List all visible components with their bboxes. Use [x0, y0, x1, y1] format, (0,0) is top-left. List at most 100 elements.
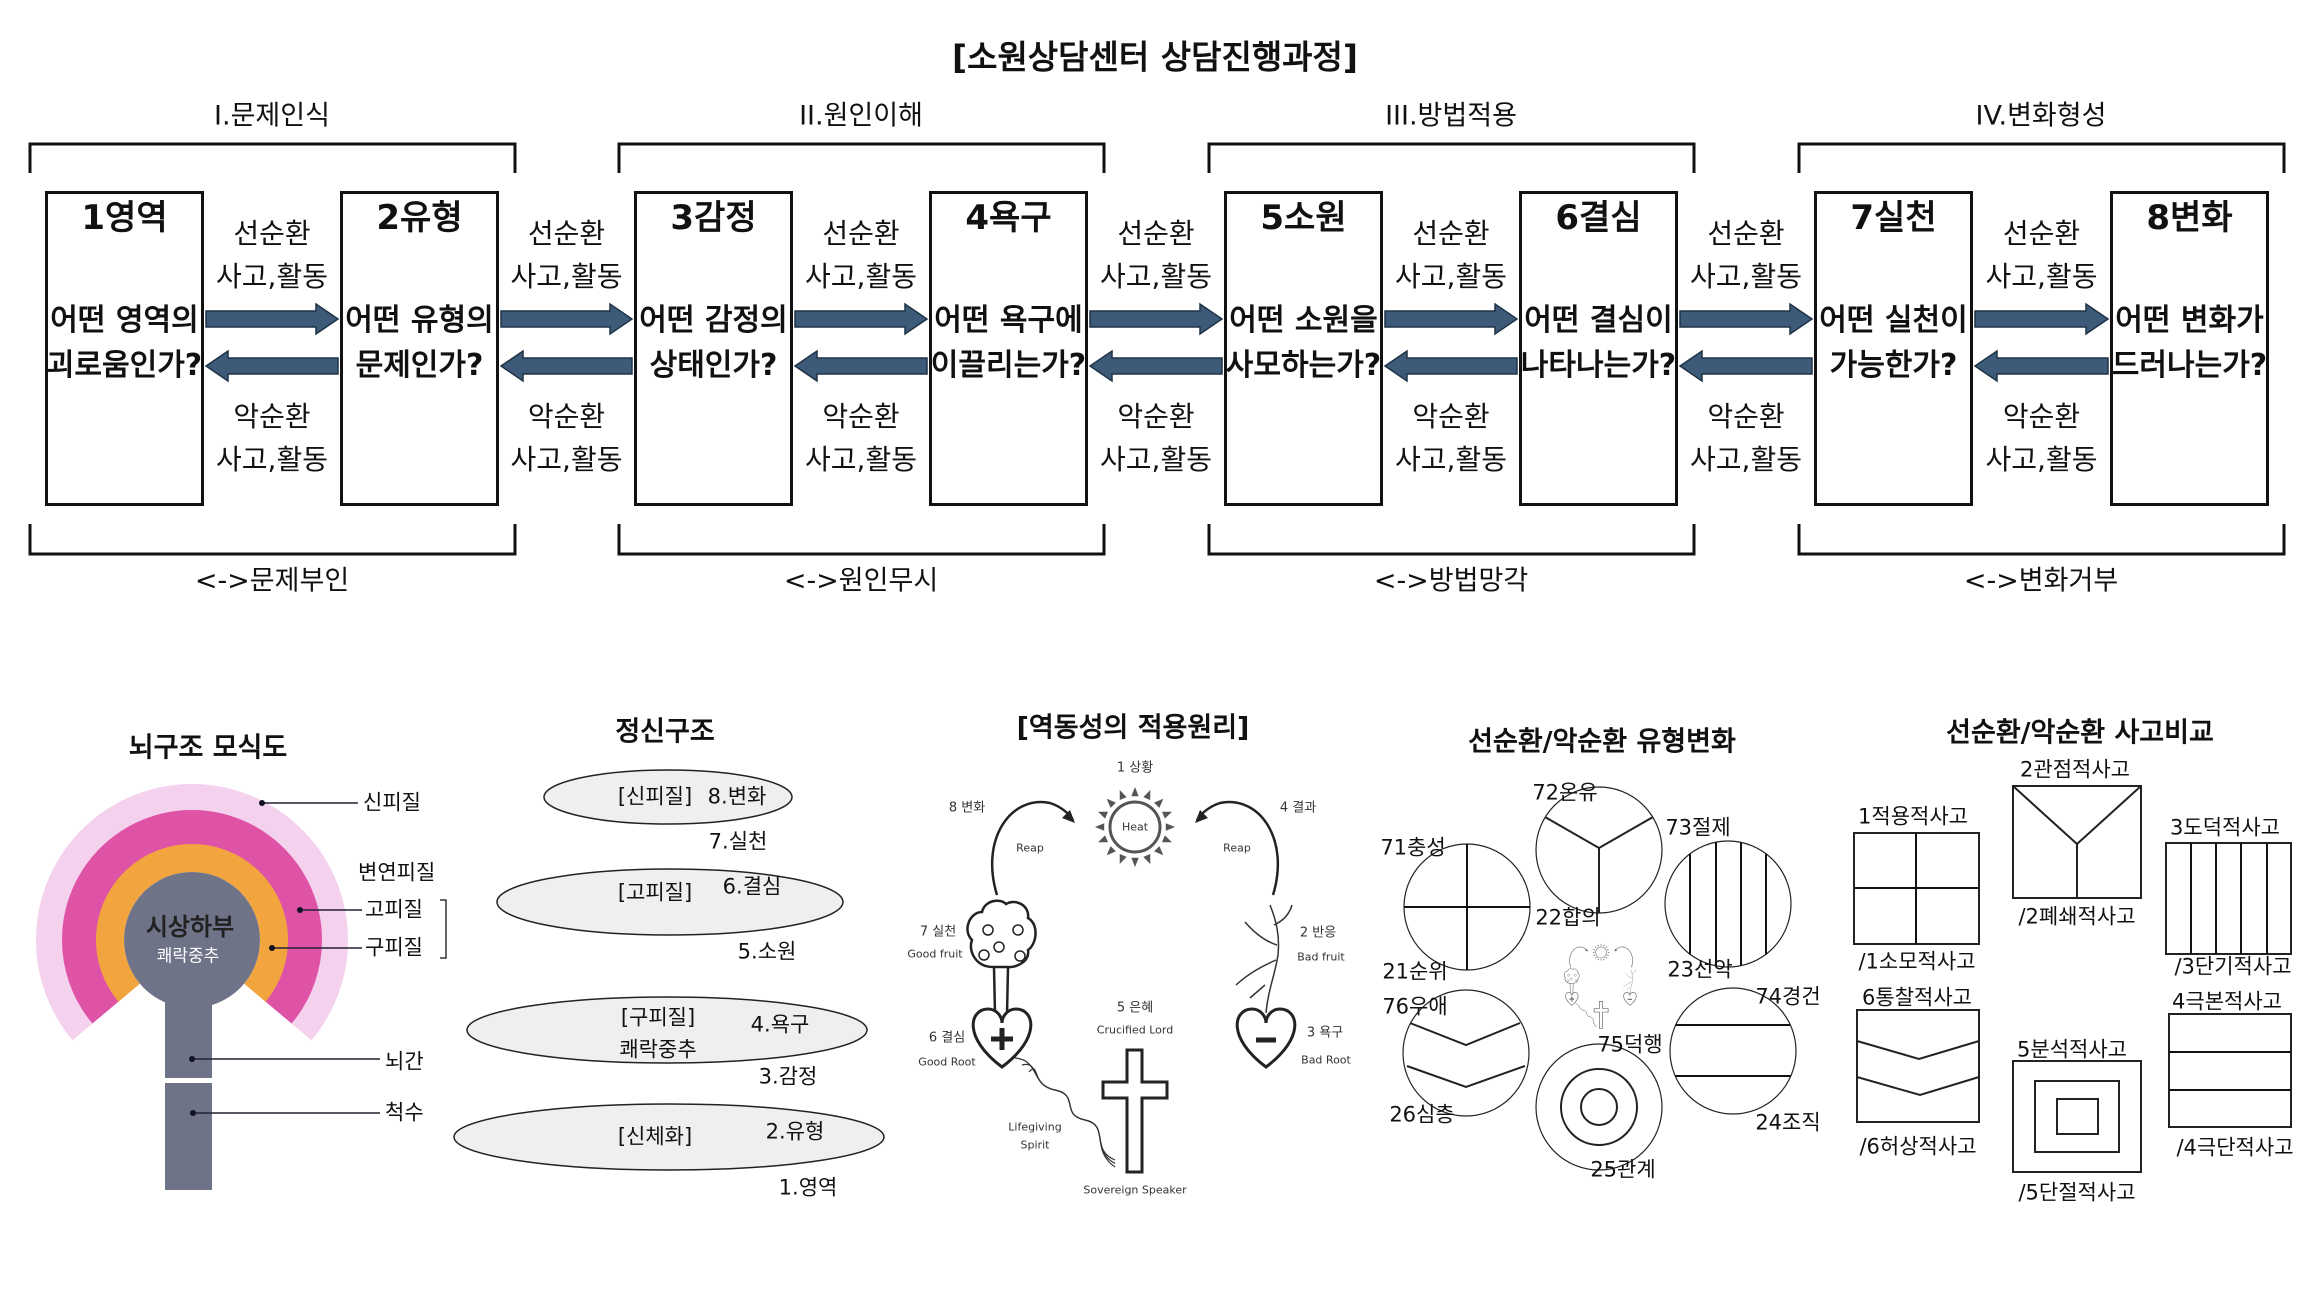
sun-ray: [1162, 811, 1172, 819]
bad-cycle-activity: 사고,활동: [510, 443, 623, 476]
box-divider: [2034, 1080, 2120, 1153]
layer-step: 2.유형: [765, 1119, 825, 1144]
left-arrow-icon: [1973, 349, 2109, 383]
bad-cycle-activity: 사고,활동: [216, 443, 328, 476]
apple-icon: [982, 924, 994, 936]
type-circle: [1664, 840, 1792, 968]
sun-ray: [1098, 811, 1108, 819]
step-title: 1영역: [81, 198, 168, 238]
bad-thinking-label: /1소모적사고: [1858, 949, 1976, 974]
sun-ray: [1095, 823, 1105, 831]
step-question-line2: 가능한가?: [1829, 348, 1958, 383]
left-arrow-icon: [499, 349, 633, 383]
phase-bracket-bottom: [28, 524, 517, 556]
sun-ray: [1154, 798, 1164, 808]
mind-layer-ellipse: [543, 769, 793, 825]
box-divider: [2056, 1098, 2099, 1135]
hypothalamus-core: [124, 872, 260, 1008]
layer-step: 5.소원: [737, 939, 797, 964]
step-question-line2: 문제인가?: [355, 348, 484, 383]
neocortex-layer: [62, 810, 322, 1024]
step-question-line2: 사모하는가?: [1225, 348, 1382, 383]
left-arrow-icon: [1678, 349, 1813, 383]
type-label: 76우애: [1382, 994, 1448, 1019]
bad-thinking-label: /3단기적사고: [2174, 954, 2292, 979]
right-arrow-icon: [1089, 302, 1224, 336]
situation-label: 1 상황: [1116, 760, 1154, 776]
thinking-title: 선순환/악순환 사고비교: [1946, 717, 2214, 749]
circle-divider: [1406, 1022, 1526, 1089]
label-brainstem: 뇌간: [385, 1049, 424, 1074]
reaction-label: 2 반응: [1299, 925, 1337, 941]
sun-ray: [1131, 857, 1139, 867]
step-question-line1: 어떤 유형의: [345, 303, 494, 338]
step-box: [1519, 191, 1678, 506]
step-question-line1: 어떤 욕구에: [934, 303, 1083, 338]
layer-sub-tag: 쾌락중추: [619, 1037, 697, 1062]
phase-opposite-label: <->원인무시: [783, 565, 939, 597]
step-box: [1224, 191, 1383, 506]
bad-cycle-label: 악순환: [1117, 400, 1195, 433]
phase-bracket-bottom: [1797, 524, 2286, 556]
type-label: 21순위: [1382, 959, 1448, 984]
step-title: 7실천: [1850, 198, 1937, 238]
good-cycle-label: 선순환: [1707, 217, 1785, 250]
type-circle: [1535, 1043, 1663, 1171]
good-cycle-activity: 사고,활동: [1690, 260, 1802, 293]
step-box: [2110, 191, 2269, 506]
practice-label: 7 실천: [919, 924, 957, 940]
reap-arrow-left: [991, 800, 1075, 896]
layer-step: 3.감정: [758, 1064, 818, 1089]
phase-label: III.방법적용: [1385, 100, 1517, 132]
step-question-line1: 어떤 감정의: [639, 303, 788, 338]
circle-divider: [1560, 1068, 1638, 1146]
dead-tree-icon: [1235, 904, 1293, 1014]
right-arrow-icon: [1974, 302, 2110, 336]
bad-thinking-label: /6허상적사고: [1859, 1134, 1977, 1159]
right-arrow-icon: [1384, 302, 1519, 336]
cortex-bracket: [440, 899, 447, 959]
step-box: [634, 191, 793, 506]
bad-cycle-label: 악순환: [2002, 400, 2081, 433]
type-label: 71충성: [1380, 835, 1446, 860]
plus-icon: [991, 1028, 1013, 1050]
cross-icon: [1101, 1048, 1169, 1174]
type-label: 75덕행: [1597, 1032, 1663, 1057]
phase-bracket-top: [1797, 142, 2286, 173]
bad-root-label: Bad Root: [1301, 1053, 1351, 1067]
limbic-layer: [96, 844, 288, 1002]
step-box: [340, 191, 499, 506]
sun-ray: [1106, 846, 1116, 856]
right-arrow-icon: [500, 302, 634, 336]
good-thinking-label: 1적용적사고: [1858, 804, 1968, 829]
type-label: 25관계: [1590, 1157, 1656, 1182]
bad-cycle-activity: 사고,활동: [1100, 443, 1212, 476]
good-cycle-activity: 사고,활동: [510, 260, 623, 293]
step-box: [929, 191, 1088, 506]
thinking-box: [2168, 1013, 2292, 1128]
bad-cycle-label: 악순환: [1412, 400, 1490, 433]
step-question-line2: 나타나는가?: [1520, 348, 1677, 383]
layer-step: 8.변화: [707, 784, 767, 809]
step-box: [1814, 191, 1973, 506]
label-neocortex: 신피질: [363, 790, 421, 815]
bad-cycle-activity: 사고,활동: [805, 443, 917, 476]
type-circle: [1402, 989, 1530, 1117]
bad-cycle-label: 악순환: [1707, 400, 1785, 433]
type-circle: [1669, 987, 1797, 1115]
phase-opposite-label: <->변화거부: [1963, 565, 2119, 597]
phase-bracket-top: [28, 142, 517, 173]
good-thinking-label: 6통찰적사고: [1862, 985, 1972, 1010]
pleasure-center-label: 쾌락중추: [156, 946, 220, 967]
desire-label: 3 욕구: [1306, 1025, 1344, 1041]
apple-icon: [1012, 924, 1024, 936]
good-cycle-label: 선순환: [527, 217, 606, 250]
type-label: 73절제: [1665, 815, 1731, 840]
step-title: 5소원: [1260, 198, 1347, 238]
apple-icon: [993, 941, 1005, 953]
phase-opposite-label: <->방법망각: [1373, 565, 1529, 597]
heat-label: Heat: [1121, 820, 1149, 834]
good-thinking-label: 2관점적사고: [2020, 757, 2130, 782]
circle-divider: [1580, 1088, 1618, 1126]
bad-cycle-activity: 사고,활동: [1395, 443, 1507, 476]
